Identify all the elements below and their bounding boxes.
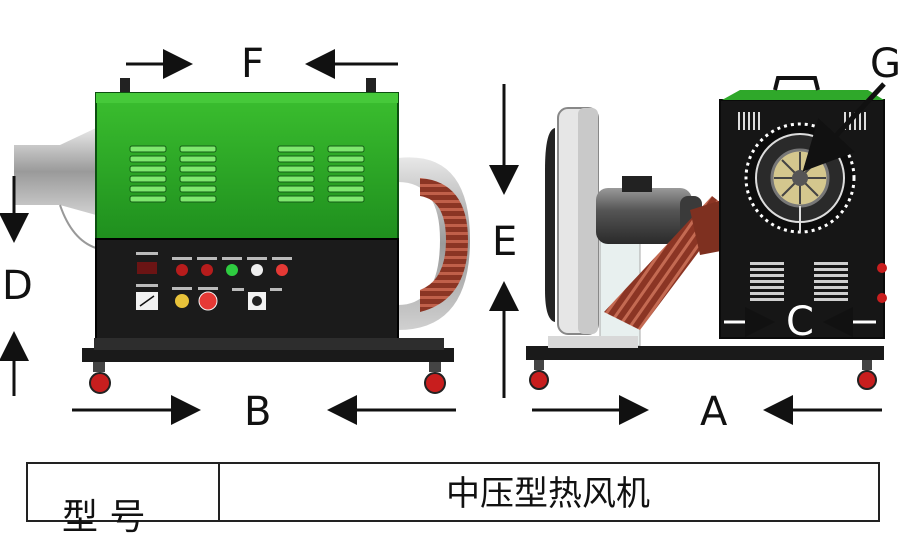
- dimension-label-e: E: [492, 219, 518, 265]
- side-caster-wheels: [529, 360, 877, 390]
- side-view-machine: [526, 76, 887, 390]
- blower-motor: [596, 188, 692, 244]
- caster-wheels: [89, 362, 446, 394]
- spec-table-value: 中压型热风机: [446, 474, 650, 514]
- dimension-label-a: A: [700, 389, 728, 435]
- carry-handle: [773, 76, 820, 91]
- dimension-label-f: F: [241, 41, 265, 87]
- emergency-stop-button[interactable]: [198, 291, 218, 311]
- dimension-label-b: B: [244, 389, 272, 435]
- control-cabinet: [95, 238, 399, 340]
- heater-coil: [420, 178, 468, 312]
- indicator-light-power: [226, 264, 238, 276]
- figure-canvas: F B A C D E G 型 号 中压型热风机: [0, 41, 901, 538]
- indicator-light-2: [201, 264, 213, 276]
- reset-button[interactable]: [175, 294, 189, 308]
- dimension-label-d: D: [2, 263, 33, 309]
- machine-drawing: [0, 49, 887, 425]
- spec-table-label-cell: 型 号: [28, 464, 220, 538]
- indicator-light-1: [176, 264, 188, 276]
- dimension-label-g: G: [870, 41, 901, 87]
- dimension-arrows: [0, 49, 886, 425]
- spec-table-label: 型 号: [62, 497, 146, 538]
- temperature-display: [137, 262, 157, 274]
- front-view-machine: [14, 78, 470, 394]
- indicator-light-5: [276, 264, 288, 276]
- indicator-light-4: [251, 264, 263, 276]
- spec-table: 型 号 中压型热风机: [26, 462, 880, 538]
- dimension-label-c: C: [786, 299, 814, 345]
- inlet-pipe: [14, 128, 96, 215]
- base-frame: [82, 348, 454, 362]
- side-base-frame: [526, 346, 884, 360]
